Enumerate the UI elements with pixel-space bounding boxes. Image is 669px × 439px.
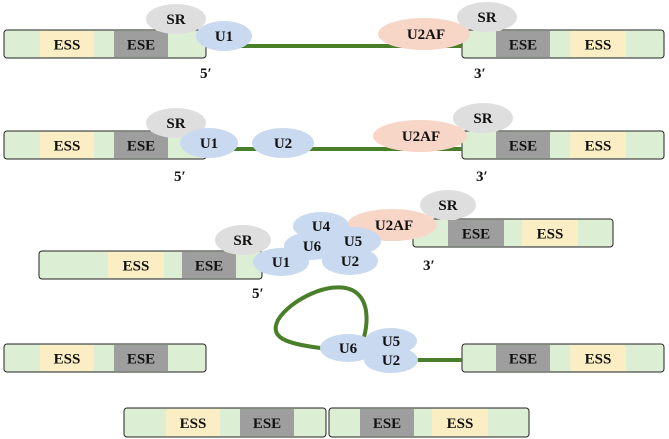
ess-label: ESS	[585, 139, 612, 155]
u6-label: U6	[339, 341, 358, 357]
u2-snrnp	[364, 347, 418, 373]
u2-label: U2	[341, 254, 359, 270]
ess-label: ESS	[54, 352, 81, 368]
sr-label: SR	[233, 233, 252, 249]
ese-region	[360, 409, 414, 436]
ese-label: ESE	[373, 416, 401, 432]
u5-label: U5	[382, 334, 400, 350]
ese-label: ESE	[195, 259, 223, 275]
ese-label: ESE	[127, 352, 155, 368]
stage-4: ESS ESE ESE ESS U6 U5 U2	[3, 285, 665, 373]
u4-label: U4	[312, 219, 331, 235]
u2af-protein	[373, 120, 467, 152]
u2-snrnp	[322, 247, 378, 275]
ess-label: ESS	[537, 227, 564, 243]
ess-region	[522, 220, 578, 246]
stage-3: ESS ESE ESE ESS SR SR U2AF U4 U5 U6 U2 U…	[38, 190, 614, 302]
five-prime-label: 5′	[174, 169, 186, 185]
u5-snrnp	[365, 328, 417, 354]
exon-right	[412, 218, 614, 248]
u6-snrnp	[320, 334, 376, 362]
sr-protein	[215, 225, 271, 255]
u2af-label: U2AF	[375, 218, 413, 234]
exon-right	[461, 130, 665, 160]
u2-label: U2	[382, 353, 400, 369]
ese-region	[496, 345, 550, 371]
lariat-intron	[273, 285, 369, 352]
u5-label: U5	[344, 234, 362, 250]
ese-region	[496, 132, 550, 158]
exon-left	[123, 407, 327, 438]
u1-label: U1	[200, 136, 218, 152]
sr-protein	[146, 4, 206, 34]
ess-label: ESS	[585, 38, 612, 54]
ese-region	[240, 409, 294, 436]
ese-label: ESE	[462, 227, 490, 243]
u2-snrnp	[252, 128, 314, 158]
ess-region	[40, 132, 94, 158]
ese-region	[114, 345, 168, 371]
ess-region	[166, 409, 220, 436]
ess-label: ESS	[54, 139, 81, 155]
ese-label: ESE	[509, 38, 537, 54]
ess-label: ESS	[585, 352, 612, 368]
five-prime-label: 5′	[200, 66, 212, 82]
ese-label: ESE	[127, 139, 155, 155]
ess-label: ESS	[123, 259, 150, 275]
exon-right	[461, 343, 665, 373]
u1-snrnp	[253, 248, 309, 276]
ess-label: ESS	[180, 416, 207, 432]
ess-region	[570, 132, 626, 158]
five-prime-label: 5′	[252, 286, 264, 302]
exon-right	[328, 407, 530, 438]
ese-region	[448, 220, 504, 246]
sr-protein	[453, 103, 513, 133]
sr-label: SR	[477, 10, 496, 26]
sr-protein	[420, 190, 476, 220]
u1-label: U1	[272, 255, 290, 271]
ese-label: ESE	[253, 416, 281, 432]
sr-protein	[457, 2, 517, 32]
u1-snrnp	[196, 21, 252, 51]
u6-label: U6	[303, 239, 322, 255]
sr-label: SR	[166, 12, 185, 28]
ess-region	[570, 345, 626, 371]
stage-1: ESS ESE ESE ESS SR U1 U2AF SR 5′ 3′	[3, 2, 665, 82]
ese-label: ESE	[509, 139, 537, 155]
u2af-label: U2AF	[402, 129, 440, 145]
ess-region	[40, 31, 94, 57]
ess-region	[570, 31, 626, 57]
u2af-protein	[378, 18, 470, 50]
sr-protein	[146, 108, 206, 138]
three-prime-label: 3′	[476, 169, 488, 185]
three-prime-label: 3′	[423, 258, 435, 274]
sr-label: SR	[473, 111, 492, 127]
ess-region	[40, 345, 94, 371]
ess-label: ESS	[447, 416, 474, 432]
ess-label: ESS	[54, 38, 81, 54]
u2af-label: U2AF	[407, 27, 445, 43]
u1-label: U1	[215, 29, 233, 45]
exon-left	[3, 29, 207, 59]
ese-region	[182, 252, 236, 278]
stage-5: ESS ESE ESE ESS	[123, 407, 530, 438]
ese-region	[114, 31, 168, 57]
three-prime-label: 3′	[474, 66, 486, 82]
u1-snrnp	[180, 128, 238, 158]
exon-left	[3, 343, 207, 373]
u2-label: U2	[274, 136, 292, 152]
sr-label: SR	[166, 116, 185, 132]
sr-label: SR	[438, 198, 457, 214]
ese-label: ESE	[509, 352, 537, 368]
exon-right	[461, 29, 665, 59]
ess-region	[108, 252, 164, 278]
ese-region	[114, 132, 168, 158]
stage-2: ESS ESE ESE ESS SR U1 U2 U2AF SR 5′ 3′	[3, 103, 665, 185]
ese-label: ESE	[127, 38, 155, 54]
ess-region	[432, 409, 488, 436]
ese-region	[496, 31, 550, 57]
